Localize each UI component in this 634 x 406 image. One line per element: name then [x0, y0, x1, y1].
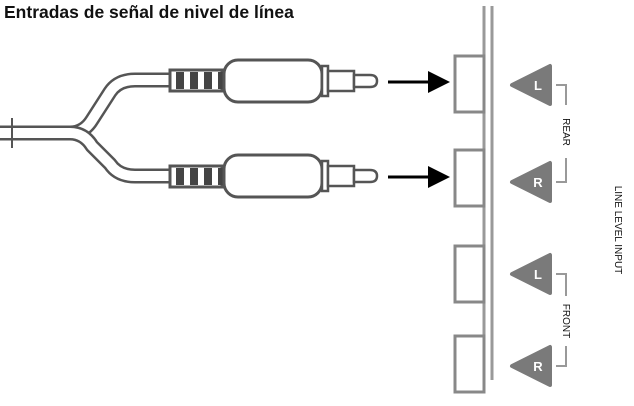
channel-l-front-triangle: L [510, 253, 552, 295]
rear-group-bracket [556, 84, 567, 183]
jack-rear-r [453, 148, 486, 208]
diagram-title: Entradas de señal de nivel de línea [4, 2, 294, 22]
rca-y-cable [0, 58, 379, 199]
front-group-bracket [556, 273, 567, 367]
rca-plug-upper [168, 58, 379, 104]
channel-l-rear-triangle: L [510, 64, 552, 106]
arrow-lower [388, 166, 450, 188]
front-label: FRONT [560, 304, 571, 338]
rear-label: REAR [560, 118, 571, 146]
main-cable [0, 72, 185, 184]
channel-label: L [534, 78, 542, 93]
jack-front-r [453, 334, 486, 394]
channel-r-front-triangle: R [510, 345, 552, 387]
channel-label: R [533, 359, 543, 374]
channel-label: L [534, 267, 542, 282]
jack-rear-l [453, 54, 486, 114]
jack-front-l [453, 244, 486, 304]
line-level-input-label: LINE LEVEL INPUT [612, 186, 623, 275]
rca-plug-lower [168, 153, 379, 199]
channel-label: R [533, 175, 543, 190]
arrow-upper [388, 71, 450, 93]
channel-r-rear-triangle: R [510, 161, 552, 203]
